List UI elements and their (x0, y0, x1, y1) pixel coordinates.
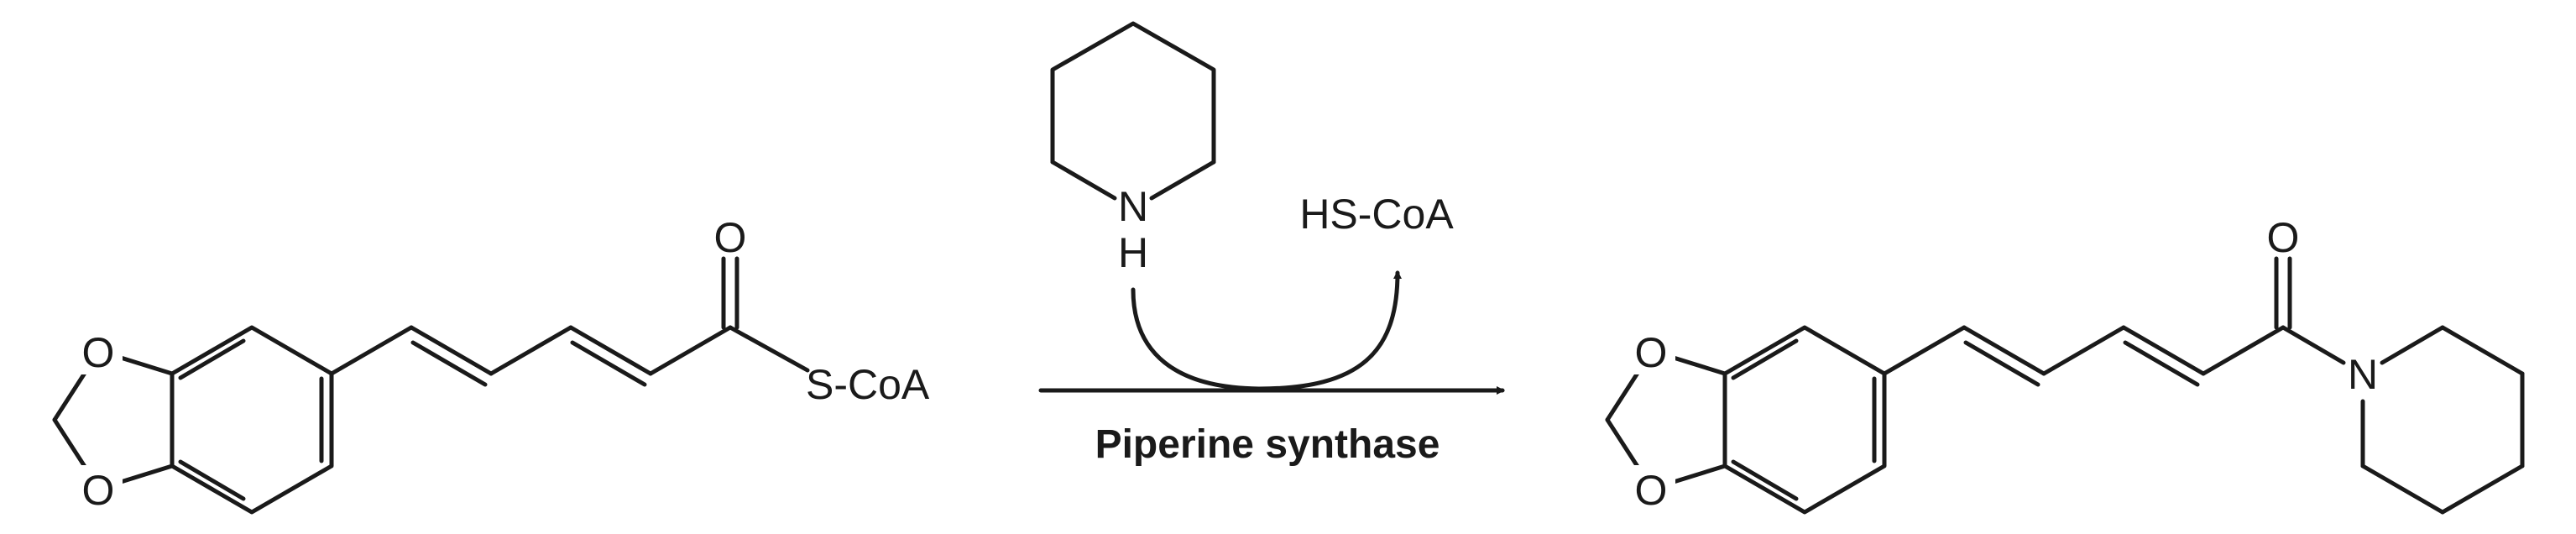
product-piperidine-ring (2360, 325, 2525, 515)
piperidine-hydrogen: H (1118, 229, 1148, 276)
product-benzene-ring (1722, 325, 1887, 515)
product-carbonyl (2274, 256, 2292, 330)
product-piperine: O O O N (1605, 214, 2525, 515)
substrate-diene-chain (329, 325, 733, 387)
substrate-thioester-coa: S-CoA (806, 361, 930, 408)
product-amide-nitrogen: N (2348, 351, 2378, 398)
piperidine-nitrogen: N (1118, 183, 1148, 230)
substrate-carbonyl (721, 256, 739, 330)
substrate-carbonyl-oxygen: O (714, 214, 747, 261)
piperidine-ring (1050, 21, 1216, 165)
coproduct-hs-coa: HS-CoA (1299, 191, 1454, 238)
substrate-piperoyl-coa: O O O S-CoA (52, 214, 930, 515)
substrate-oxygen-lower: O (82, 467, 115, 514)
substrate-benzene-ring (170, 325, 334, 515)
product-oxygen-upper: O (1635, 329, 1668, 376)
enzyme-label: Piperine synthase (1095, 422, 1440, 467)
substrate-oxygen-upper: O (82, 329, 115, 376)
curved-arrow (1131, 270, 1402, 391)
cosubstrate-piperidine: N H (1050, 21, 1216, 276)
product-carbonyl-oxygen: O (2267, 214, 2300, 261)
product-oxygen-lower: O (1635, 467, 1668, 514)
product-diene-chain (1882, 325, 2286, 387)
